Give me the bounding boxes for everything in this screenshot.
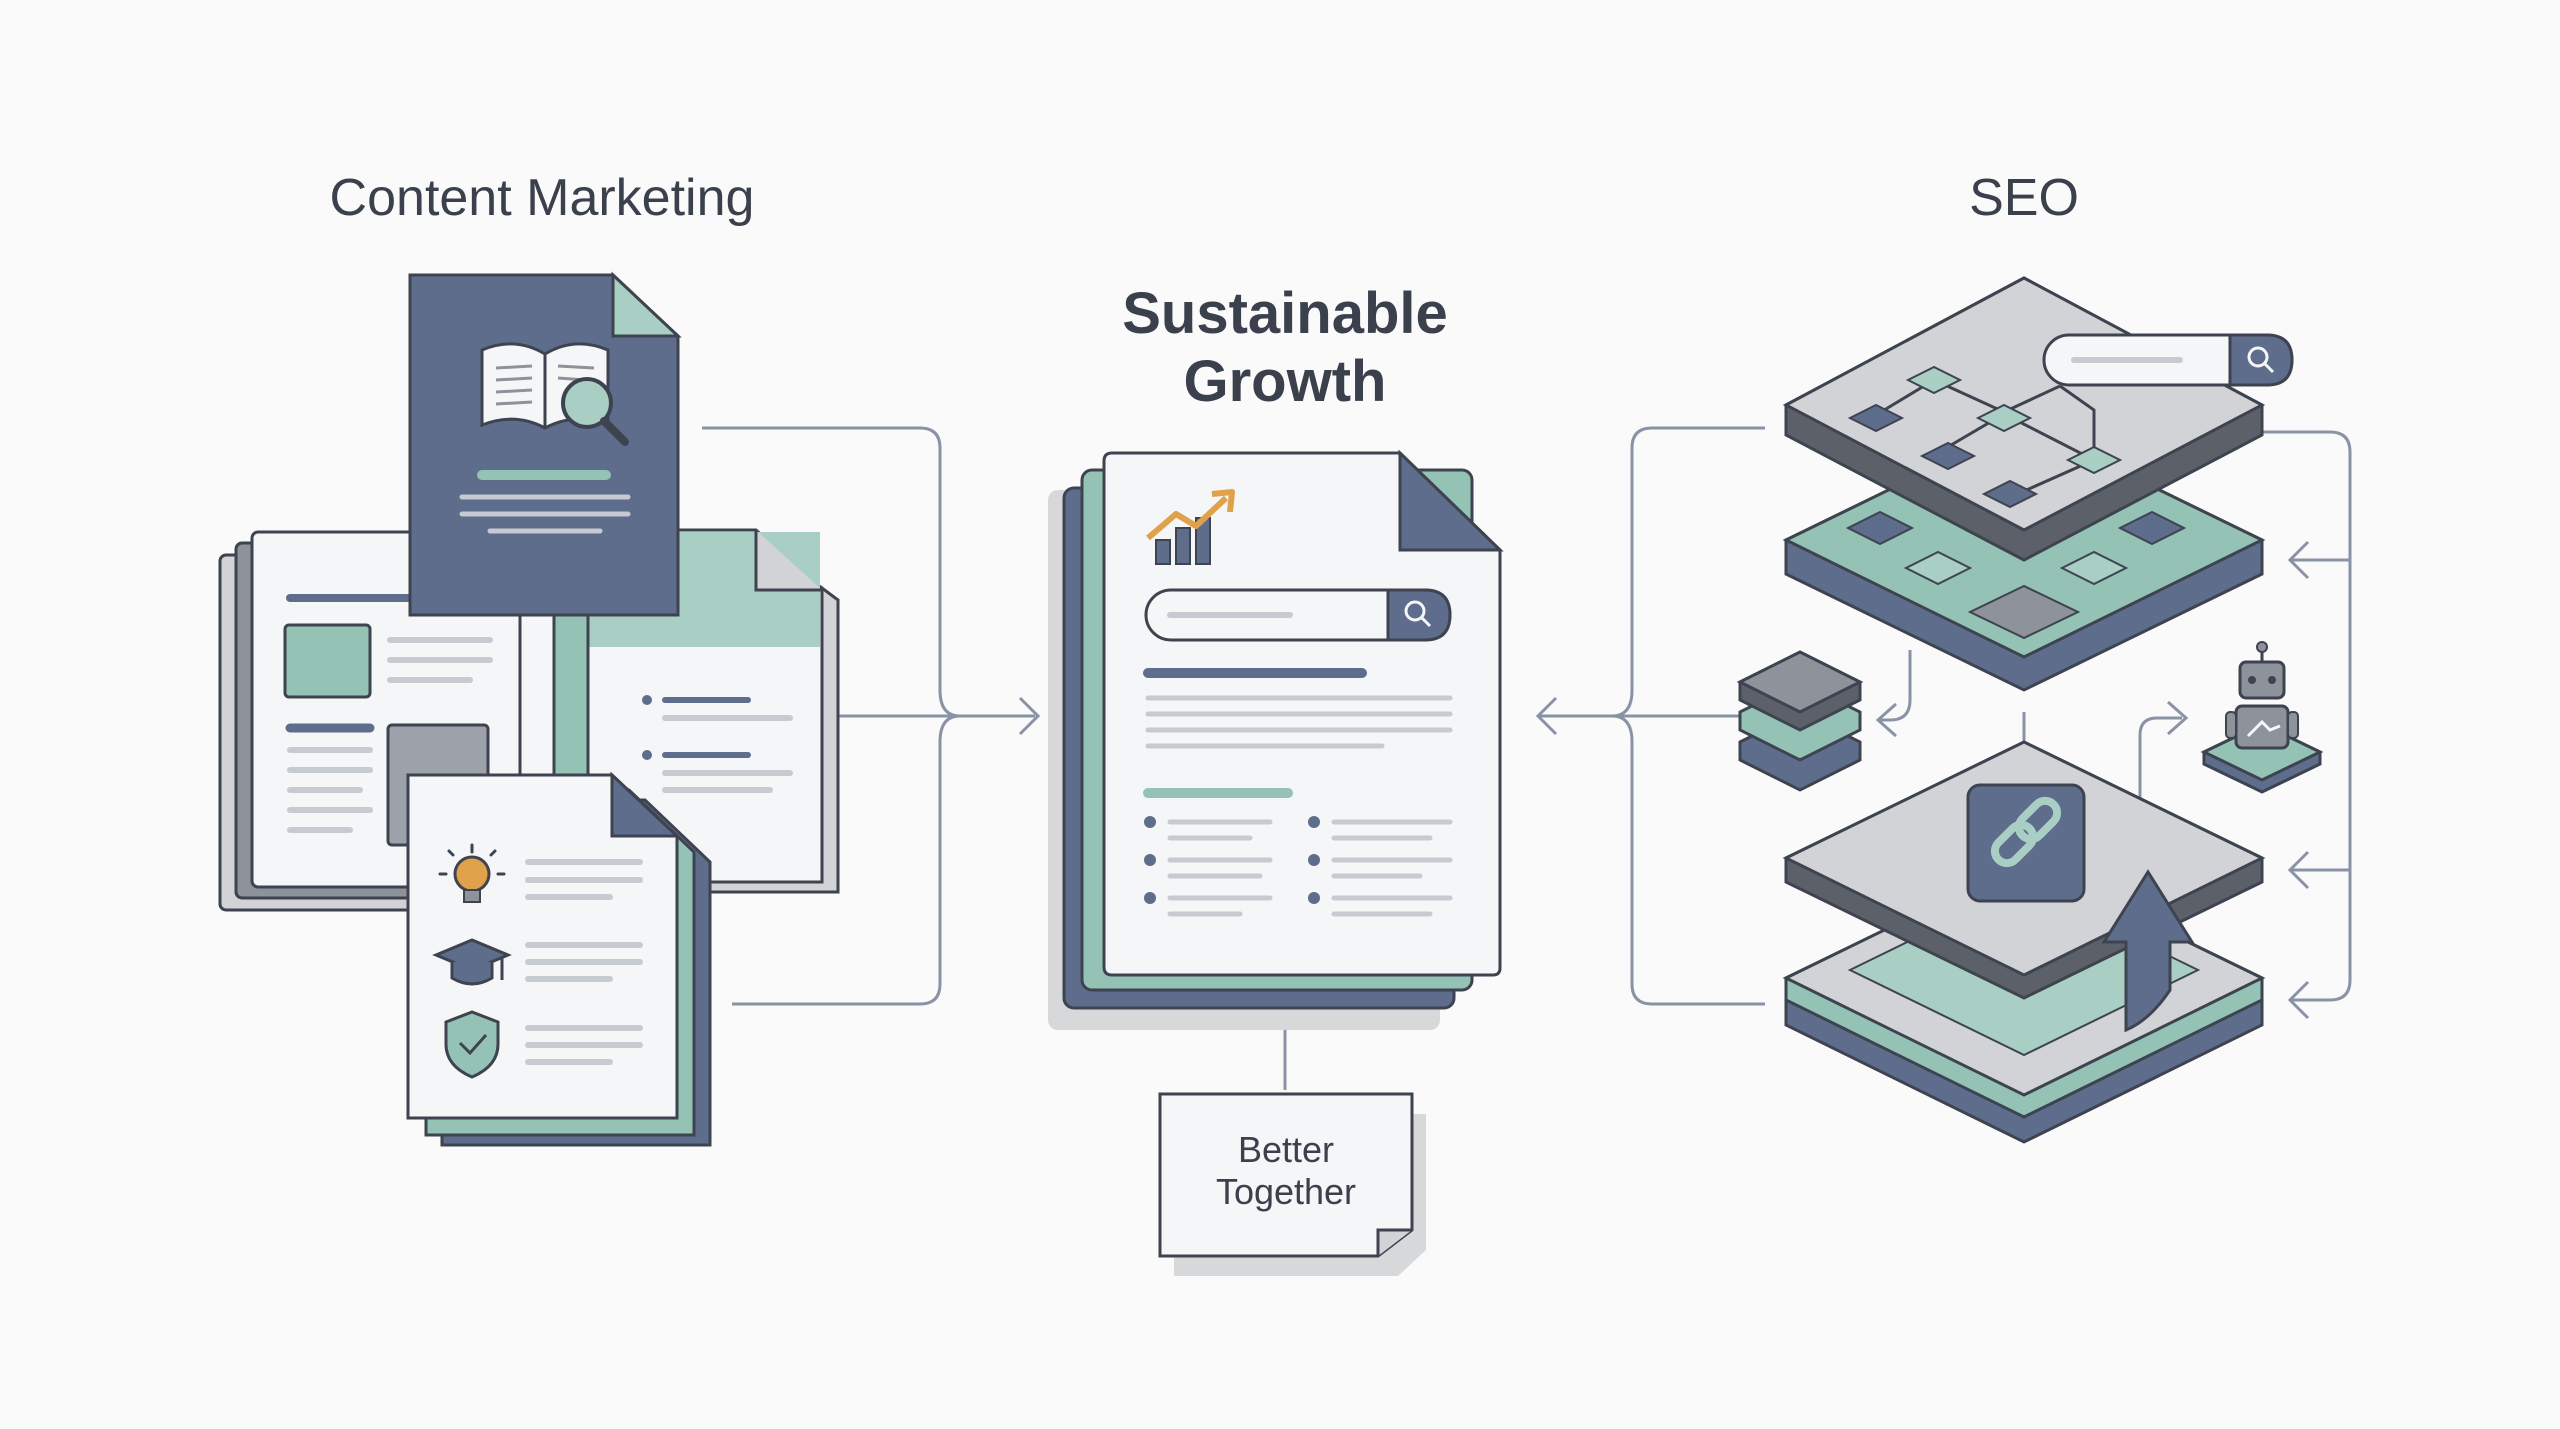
search-icon: [1404, 600, 1432, 628]
sustainable-growth-heading-line2: Growth: [1184, 349, 1387, 414]
content-marketing-heading: Content Marketing: [330, 169, 755, 227]
note-line1: Better: [1238, 1129, 1334, 1170]
seo-heading: SEO: [1969, 169, 2079, 227]
lightbulb-icon: [438, 843, 506, 903]
sustainable-growth-heading-line1: Sustainable: [1122, 281, 1448, 346]
graduation-cap-icon: [432, 938, 512, 986]
robot-icon: [2200, 641, 2324, 794]
seo-cluster: [1736, 276, 2324, 1144]
right-connectors: [1535, 426, 2352, 1020]
better-together-note: Better Together: [1158, 1092, 1426, 1276]
link-icon: [1990, 796, 2062, 868]
shield-check-icon: [444, 1010, 500, 1079]
open-book-magnifier-icon: [480, 342, 629, 446]
left-connectors: [702, 426, 1041, 1006]
content-marketing-cluster: [218, 271, 840, 1147]
database-stack-icon: [1736, 650, 1864, 792]
sustainable-growth-document: [1048, 449, 1504, 1030]
note-line2: Together: [1216, 1171, 1356, 1212]
growth-chart-icon: [1146, 489, 1235, 565]
up-arrow-icon: [2101, 869, 2195, 1033]
seo-search-icon: [2247, 346, 2275, 374]
